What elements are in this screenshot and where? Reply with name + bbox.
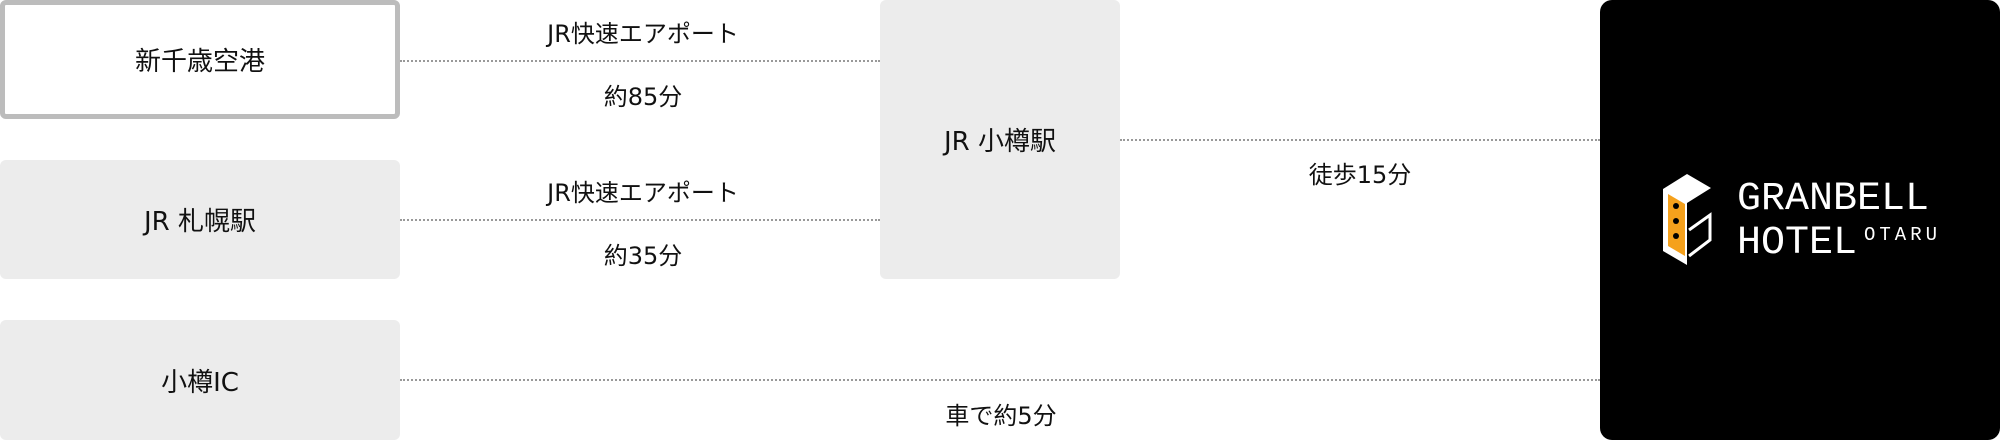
- walk-time: 徒歩15分: [1308, 161, 1412, 189]
- origin-label: 小樽IC: [161, 367, 239, 398]
- origin-new-chitose-airport[interactable]: 新千歳空港: [0, 0, 400, 119]
- hotel-logo: [1663, 174, 1712, 265]
- logo-line1: GRANBELL: [1737, 177, 1930, 222]
- origin-otaru-ic[interactable]: 小樽IC: [0, 320, 400, 440]
- walk-line: [1120, 139, 1600, 141]
- route-line: [400, 379, 1600, 381]
- origin-label: 新千歳空港: [134, 47, 265, 77]
- hotel-card[interactable]: GRANBELL HOTEL OTARU: [1600, 0, 2000, 440]
- travel-time: 約35分: [603, 242, 683, 270]
- route-line: [400, 219, 880, 221]
- travel-time: 車で約5分: [945, 402, 1057, 430]
- route-label: JR快速エアポート: [547, 179, 739, 207]
- station-label: JR 小樽駅: [944, 127, 1056, 157]
- logo-sub: OTARU: [1864, 224, 1942, 246]
- logo-line2: HOTEL: [1737, 221, 1858, 266]
- origin-jr-sapporo-station[interactable]: JR 札幌駅: [0, 160, 400, 279]
- origin-label: JR 札幌駅: [144, 207, 256, 237]
- travel-time: 約85分: [603, 83, 683, 111]
- station-otaru[interactable]: JR 小樽駅: [880, 0, 1120, 279]
- granbell-g-icon: [1663, 174, 1712, 265]
- route-label: JR快速エアポート: [547, 20, 739, 48]
- route-line: [400, 60, 880, 62]
